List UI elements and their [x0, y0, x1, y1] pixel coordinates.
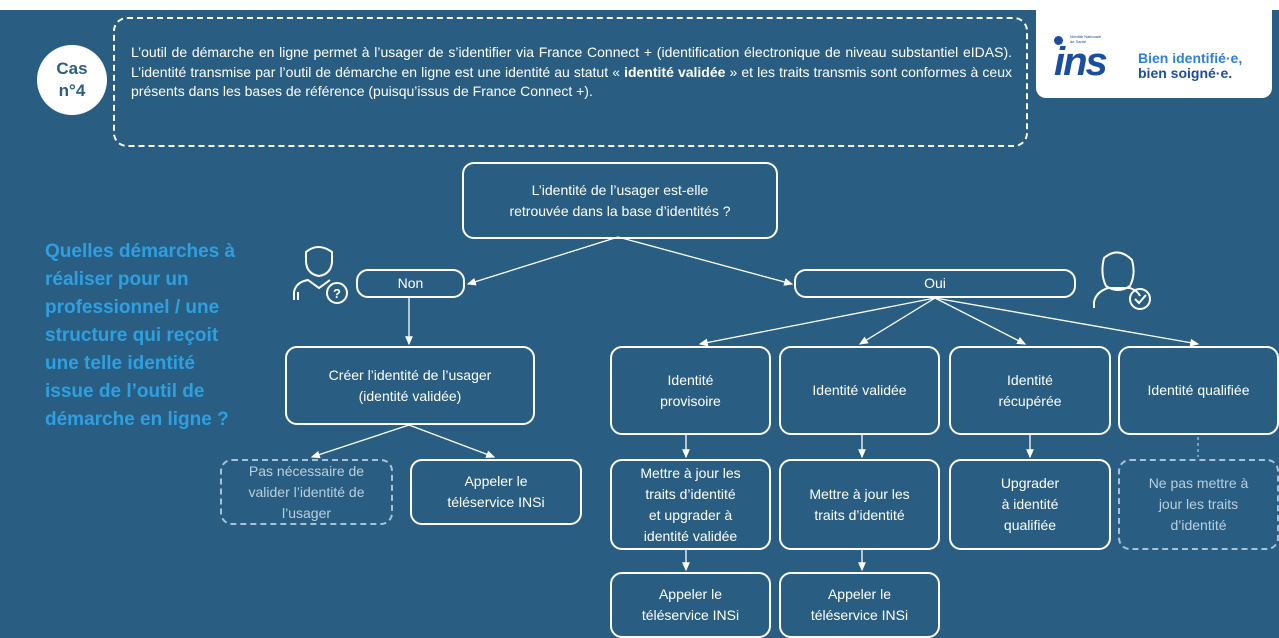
question-text: Quelles démarches à réaliser pour un pro… — [45, 241, 236, 430]
logo-dot — [1054, 36, 1063, 45]
intro-text-bold: identité validée — [624, 63, 726, 80]
arrow-create-to-notneeded — [310, 424, 410, 459]
case-number-badge: Cas n°4 — [37, 45, 107, 115]
identity-qualified-box: Identité qualifiée — [1118, 346, 1279, 435]
call-insi-box-1: Appeler le téléservice INSi — [610, 572, 771, 638]
arrow-root-to-yes — [617, 236, 794, 286]
not-needed-box: Pas nécessaire de valider l’identité de … — [220, 459, 393, 525]
identity-recovered-box: Identité récupérée — [949, 346, 1111, 435]
slide-canvas: Cas n°4 L’outil de démarche en ligne per… — [0, 10, 1279, 638]
intro-text-before: L’outil de démarche en ligne permet à l’… — [131, 44, 1012, 80]
logo-tagline-2: bien soigné·e. — [1138, 65, 1233, 81]
logo-small-text: Identité Nationale de Santé — [1070, 34, 1102, 44]
create-identity-box: Créer l’identité de l’usager (identité v… — [285, 346, 535, 425]
intro-text-box: L’outil de démarche en ligne permet à l’… — [113, 17, 1028, 147]
logo-wordmark: ins — [1054, 40, 1108, 84]
call-insi-box-no: Appeler le téléservice INSi — [410, 459, 582, 525]
arrow-yes-to-provisoire — [698, 297, 936, 347]
update-traits-box: Mettre à jour les traits d’identité — [779, 459, 940, 550]
intro-text-after: » et les traits transmis sont conformes … — [131, 63, 1012, 100]
identity-validated-box: Identité validée — [779, 346, 940, 435]
upgrade-qualified-box: Upgrader à identité qualifiée — [949, 459, 1111, 550]
arrow-create-to-call — [408, 424, 496, 458]
answer-yes-box: Oui — [794, 269, 1076, 298]
person-check-icon — [1093, 251, 1151, 310]
identity-provisional-box: Identité provisoire — [610, 346, 771, 435]
update-and-upgrade-box: Mettre à jour les traits d’identité et u… — [610, 459, 771, 550]
arrow-root-to-no — [466, 236, 619, 286]
connector-lines — [310, 236, 1200, 572]
svg-text:?: ? — [333, 286, 341, 301]
arrow-yes-to-validee — [858, 297, 936, 345]
answer-no-box: Non — [356, 269, 465, 298]
ins-logo: Identité Nationale de Santé ins Bien ide… — [1036, 10, 1272, 98]
person-question-icon: ? — [293, 246, 348, 304]
question-root-box: L’identité de l’usager est-elle retrouvé… — [462, 162, 778, 239]
arrow-yes-to-recuperee — [934, 297, 1027, 345]
logo-tagline-1: Bien identifié·e, — [1138, 50, 1243, 66]
call-insi-box-2: Appeler le téléservice INSi — [779, 572, 940, 638]
arrow-yes-to-qualifiee — [934, 297, 1200, 347]
no-update-box: Ne pas mettre à jour les traits d’identi… — [1118, 459, 1279, 550]
